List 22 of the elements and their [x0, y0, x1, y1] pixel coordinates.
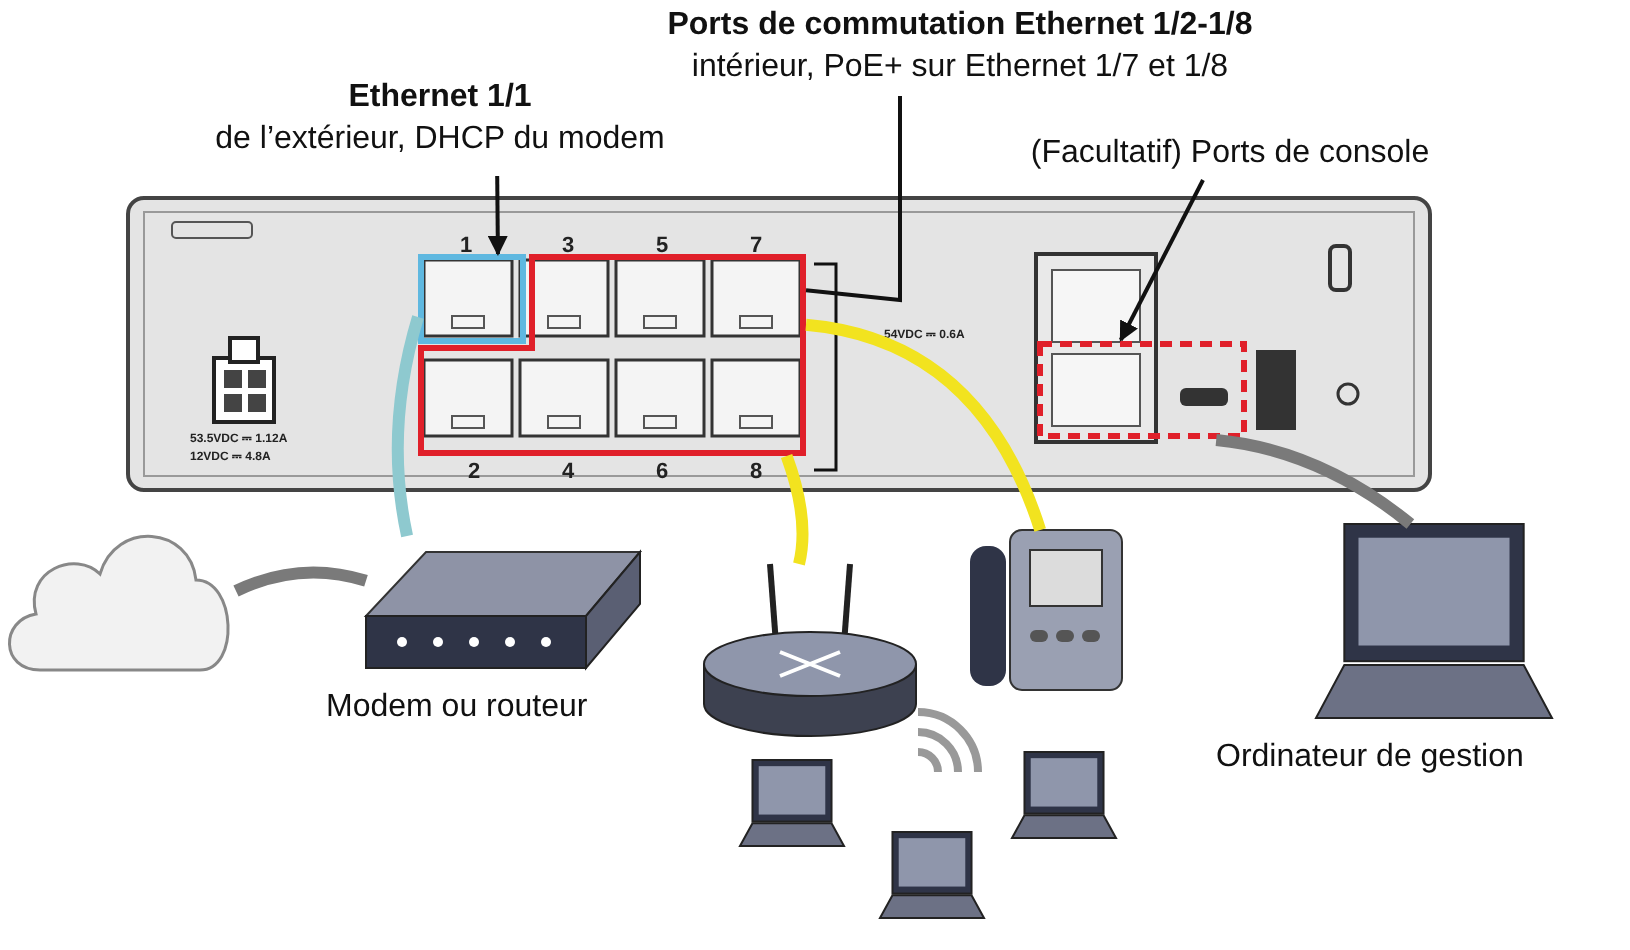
port-number: 8 — [750, 460, 763, 484]
port-number: 7 — [750, 234, 763, 258]
port-number: 3 — [562, 234, 575, 258]
network-cable — [391, 315, 424, 538]
leader-line — [805, 96, 902, 303]
port-number: 2 — [468, 460, 481, 484]
leader-line — [1119, 179, 1205, 342]
port-number: 4 — [562, 460, 575, 484]
port-number: 6 — [656, 460, 669, 484]
network-cable — [805, 318, 1046, 532]
callout-heading: Ports de commutation Ethernet 1/2-1/8 — [665, 6, 1255, 46]
device-caption: Modem ou routeur — [326, 690, 588, 726]
callout-text: (Facultatif) Ports de console — [1028, 134, 1432, 174]
callout-text: intérieur, PoE+ sur Ethernet 1/7 et 1/8 — [689, 48, 1231, 88]
network-cable — [780, 454, 809, 566]
port-number: 5 — [656, 234, 669, 258]
network-cable — [233, 566, 368, 597]
device-caption: Ordinateur de gestion — [1216, 740, 1524, 776]
port-number: 1 — [460, 234, 473, 258]
leader-line — [487, 175, 508, 256]
callout-text: de l’extérieur, DHCP du modem — [213, 120, 667, 160]
callout-heading: Ethernet 1/1 — [346, 78, 534, 118]
